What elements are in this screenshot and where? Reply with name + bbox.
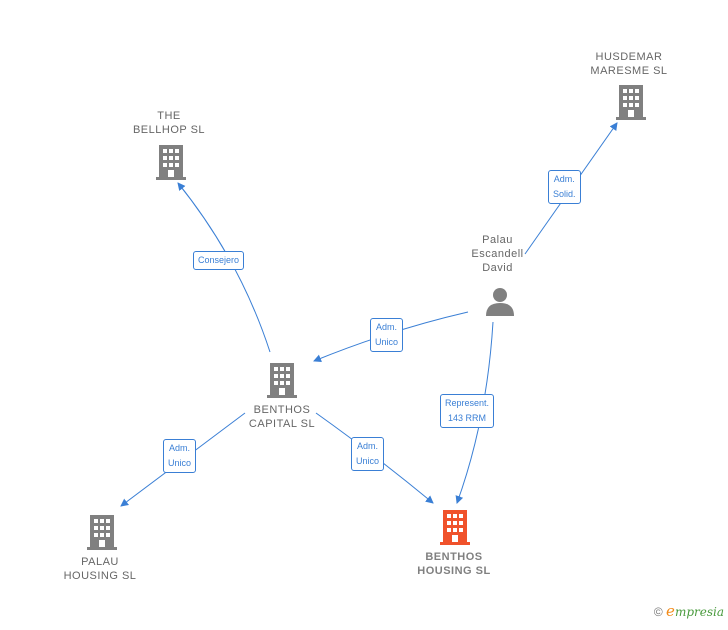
building-icon-the-bellhop[interactable] <box>155 145 187 180</box>
edge-label-adm-unico-benthos: Adm. Unico <box>351 437 385 471</box>
edge-label-adm-solid: Adm. Solid. <box>548 170 581 204</box>
person-icon[interactable] <box>485 287 515 316</box>
building-icon-benthos-capital[interactable] <box>266 363 298 398</box>
brand-initial: e <box>666 602 675 620</box>
copyright-symbol: © <box>653 605 663 619</box>
node-label-benthos-capital[interactable]: BENTHOS CAPITAL SL <box>248 404 316 430</box>
edge-label-adm-unico-person: Adm. Unico <box>370 318 404 352</box>
building-icon-palau-housing[interactable] <box>86 515 118 550</box>
empresia-logo[interactable]: © empresia <box>654 602 724 620</box>
edge-label-adm-unico-palau: Adm. Unico <box>163 439 197 473</box>
node-label-husdemar[interactable]: HUSDEMAR MARESME SL <box>590 51 668 77</box>
node-label-the-bellhop[interactable]: THE BELLHOP SL <box>132 110 206 136</box>
brand-name: mpresia <box>674 605 724 619</box>
edge-label-consejero: Consejero <box>193 251 245 270</box>
node-label-palau-person[interactable]: Palau Escandell David <box>471 234 524 274</box>
node-label-palau-housing[interactable]: PALAU HOUSING SL <box>63 556 137 582</box>
building-icon-husdemar[interactable] <box>615 85 647 120</box>
building-icon-benthos-housing[interactable] <box>439 510 471 545</box>
node-label-benthos-housing[interactable]: BENTHOS HOUSING SL <box>417 551 491 577</box>
edge-label-represent: Represent. 143 RRM <box>440 394 495 428</box>
